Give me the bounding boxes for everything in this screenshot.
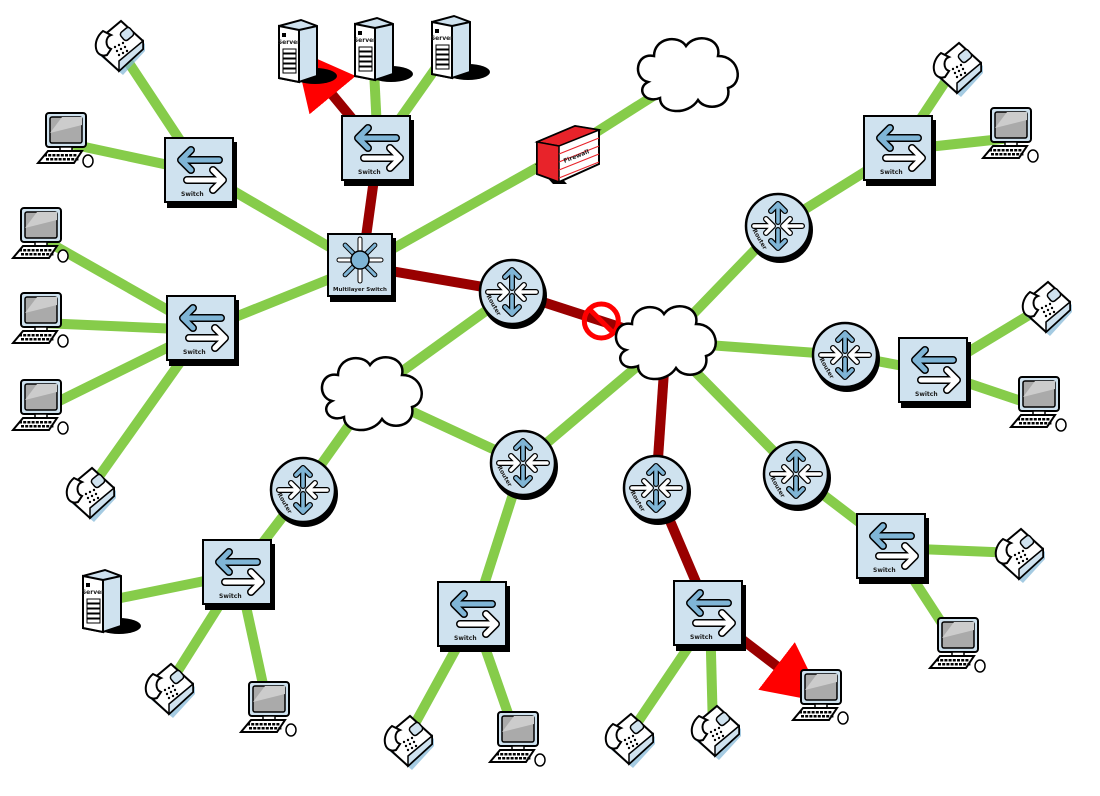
multilayer-switch-node[interactable]: Multilayer Switch [327,233,396,302]
router-node[interactable]: Router [269,456,338,527]
computer-icon[interactable] [1008,376,1067,432]
switch-label: Switch [219,593,242,600]
switch-arrows-icon [177,146,227,194]
cloud-icon[interactable] [320,356,423,432]
server-label: Server [278,39,300,46]
ip-phone-icon[interactable] [94,19,145,75]
nodes-layer: Multilayer SwitchSwitchSwitchSwitchServe… [10,14,1072,770]
computer-icon[interactable] [10,207,69,263]
switch-label: Switch [915,391,938,398]
switch-arrows-icon [354,124,404,172]
switch-node[interactable]: Switch [202,539,275,610]
switch-node[interactable]: Switch [863,115,936,186]
switch-node[interactable]: Switch [166,295,239,366]
cloud-icon[interactable] [636,37,739,113]
multilayer-switch-label: Multilayer Switch [333,287,387,293]
computer-icon[interactable] [927,617,986,673]
router-node[interactable]: Router [489,429,558,500]
switch-arrows-icon [911,346,961,394]
ip-phone-icon[interactable] [932,41,983,97]
router-node[interactable]: Router [478,258,547,329]
switch-label: Switch [880,169,903,176]
computer-icon[interactable] [790,669,849,725]
switch-label: Switch [690,634,713,641]
switch-node[interactable]: Switch [856,513,929,584]
switch-node[interactable]: Switch [673,580,746,651]
computer-icon[interactable] [10,379,69,435]
blocked-link-icon [581,301,621,341]
firewall-icon[interactable]: Firewall [534,124,602,184]
router-arrows-icon [629,463,683,513]
switch-arrows-icon [450,590,500,638]
computer-icon[interactable] [487,711,546,767]
server-icon[interactable]: Server [354,16,413,82]
cloud-icon[interactable] [614,305,717,381]
router-arrows-icon [485,267,539,317]
switch-label: Switch [183,349,206,356]
switch-label: Switch [181,191,204,198]
computer-icon[interactable] [35,112,94,168]
router-arrows-icon [769,449,823,499]
ip-phone-icon[interactable] [1021,280,1072,336]
router-arrows-icon [276,465,330,515]
ip-phone-icon[interactable] [383,714,434,770]
router-node[interactable]: Router [762,440,831,511]
router-arrows-icon [751,201,805,251]
ip-phone-icon[interactable] [65,466,116,522]
computer-icon[interactable] [980,107,1039,163]
ip-phone-icon[interactable] [604,712,655,768]
server-icon[interactable]: Server [82,568,141,634]
ip-phone-icon[interactable] [144,662,195,718]
switch-node[interactable]: Switch [437,581,510,652]
switch-node[interactable]: Switch [341,115,414,186]
switch-arrows-icon [869,522,919,570]
switch-label: Switch [358,169,381,176]
switch-label: Switch [873,567,896,574]
server-label: Server [354,37,376,44]
router-node[interactable]: Router [811,321,880,392]
router-node[interactable]: Router [622,454,691,525]
router-arrows-icon [818,330,872,380]
multilayer-arrows-icon [336,236,384,284]
server-icon[interactable]: Server [431,14,490,80]
switch-node[interactable]: Switch [164,137,237,208]
switch-label: Switch [454,635,477,642]
switch-arrows-icon [686,589,736,637]
ip-phone-icon[interactable] [994,527,1045,583]
switch-arrows-icon [215,548,265,596]
server-icon[interactable]: Server [278,18,337,84]
switch-node[interactable]: Switch [898,337,971,408]
router-node[interactable]: Router [744,192,813,263]
computer-icon[interactable] [10,292,69,348]
switch-arrows-icon [179,304,229,352]
server-label: Server [82,589,104,596]
ip-phone-icon[interactable] [690,704,741,760]
computer-icon[interactable] [238,681,297,737]
router-arrows-icon [496,438,550,488]
server-label: Server [431,35,453,42]
switch-arrows-icon [876,124,926,172]
